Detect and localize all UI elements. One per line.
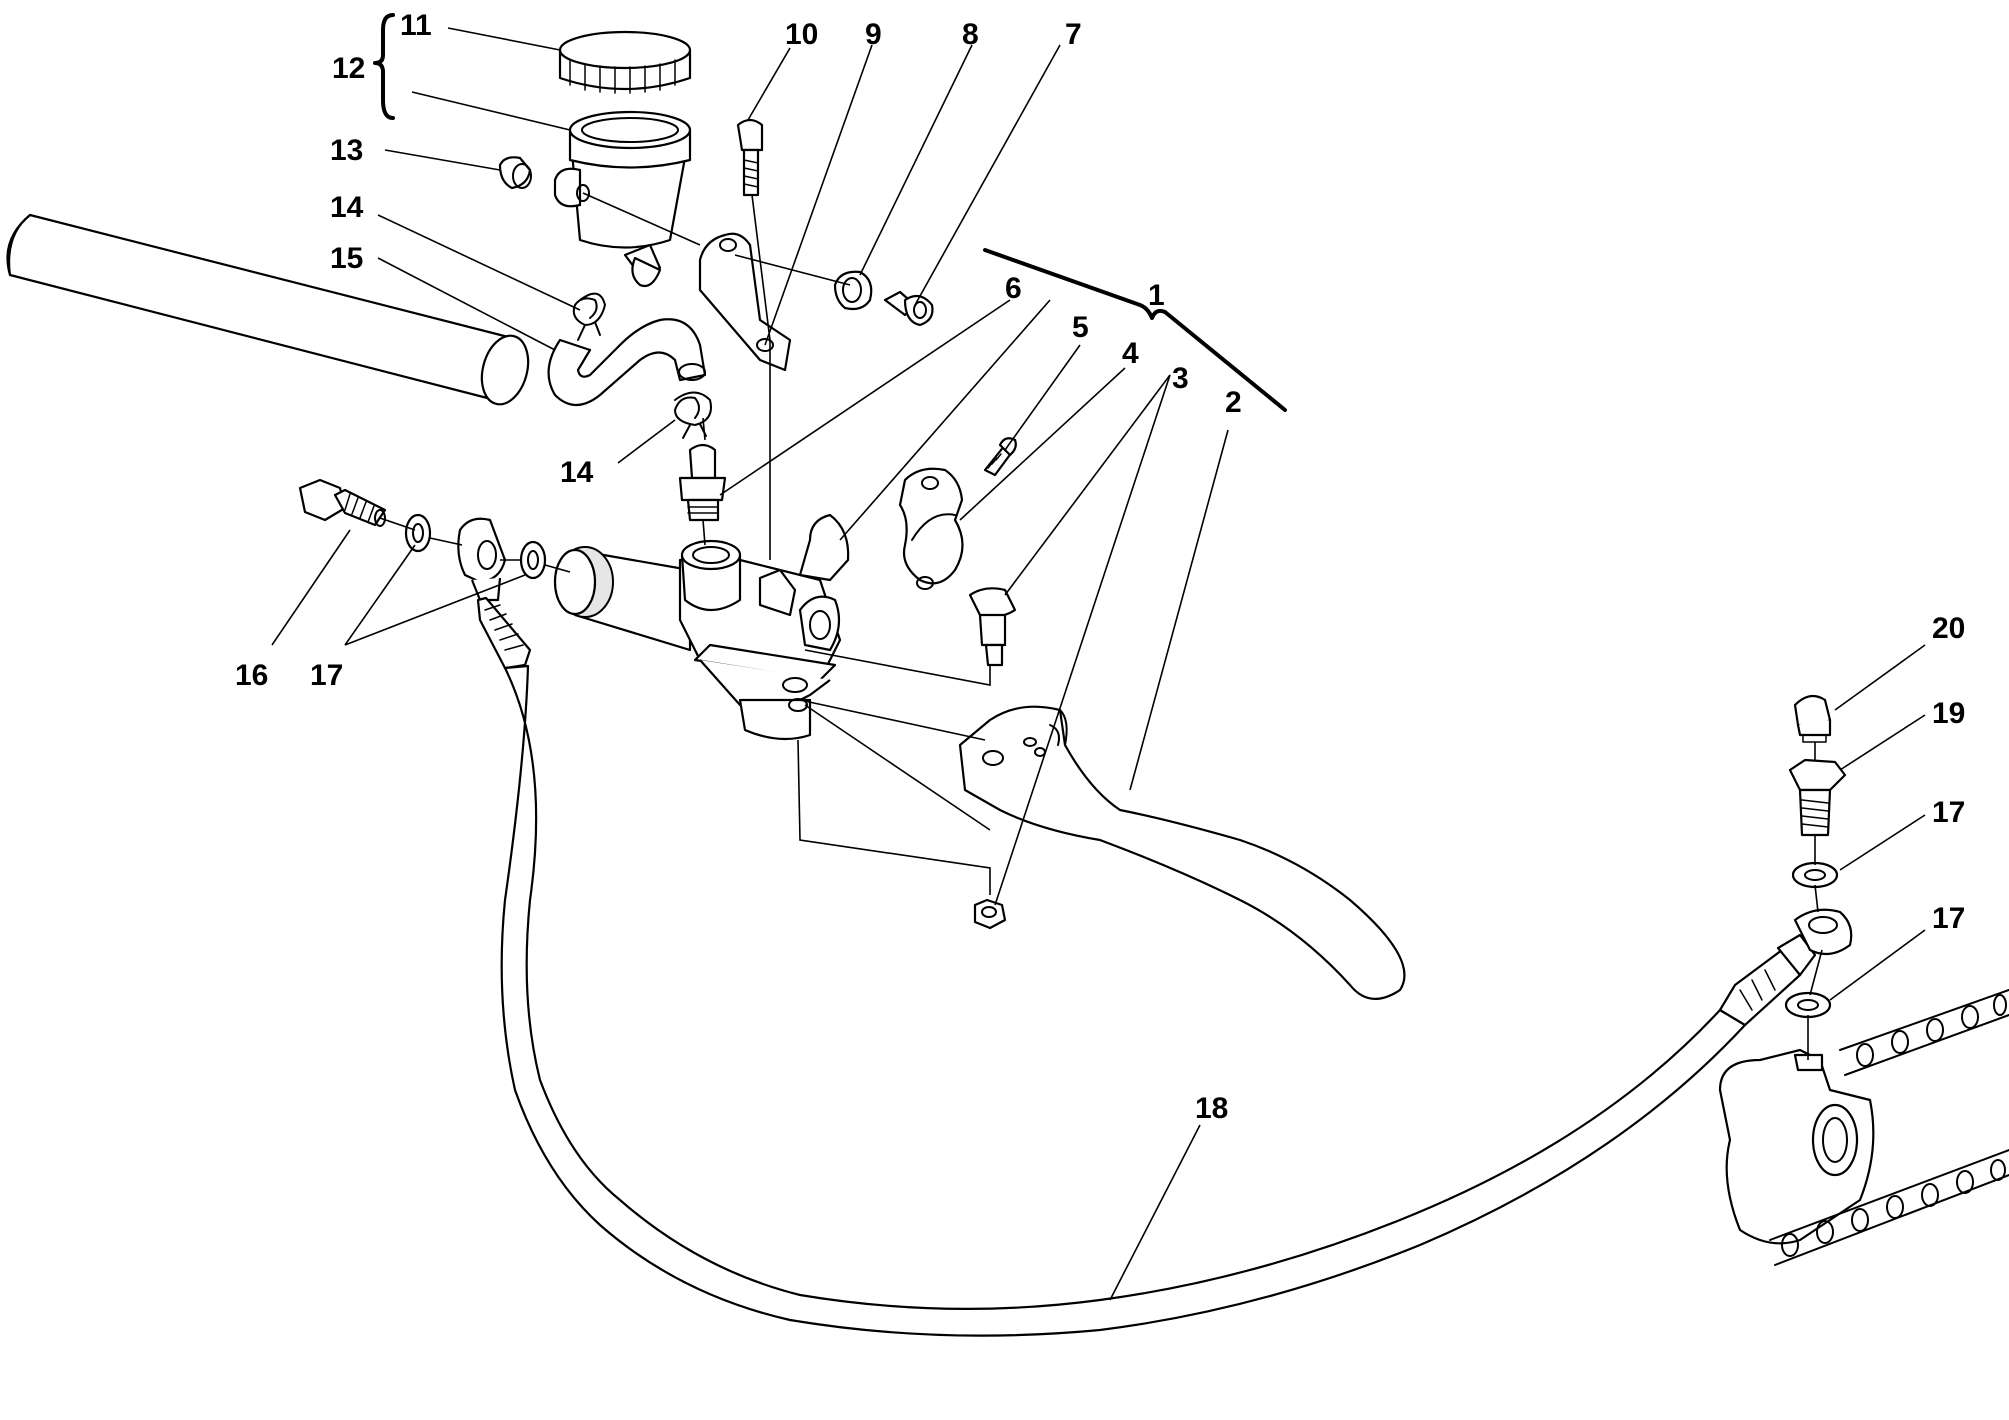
callout-labels: 1 2 3 4 5 6 7 8 9 10 11 12 13 14 14 15 1…	[235, 9, 1965, 1125]
callout-9: 9	[865, 18, 882, 51]
reservoir-hose	[547, 318, 707, 407]
callout-2: 2	[1225, 386, 1242, 419]
pivot-nut	[973, 898, 1007, 930]
callout-17-left: 17	[310, 659, 343, 692]
callout-5: 5	[1072, 311, 1089, 344]
callout-17-right-lower: 17	[1932, 902, 1965, 935]
bleed-banjo-bolt	[1788, 758, 1847, 837]
callout-14-upper: 14	[330, 191, 364, 224]
drive-chain	[1769, 989, 2009, 1266]
callout-8: 8	[962, 18, 979, 51]
washer-left-2	[519, 540, 547, 580]
banjo-bolt-left	[298, 478, 387, 527]
callout-19: 19	[1932, 697, 1965, 730]
reservoir-bracket	[698, 232, 792, 372]
grommet	[833, 270, 873, 311]
callout-11: 11	[400, 9, 432, 42]
kit-bracket-12	[373, 13, 395, 120]
callout-7: 7	[1065, 18, 1082, 51]
callout-3: 3	[1172, 362, 1189, 395]
washer-left-1	[404, 513, 432, 553]
bracket-screw	[736, 118, 764, 197]
bleed-valve-cap	[1793, 694, 1832, 743]
hose-fitting	[678, 443, 727, 522]
assembly-lines	[379, 192, 1823, 1060]
banjo-fitting-left	[457, 517, 507, 602]
handlebar-clamp	[898, 467, 964, 590]
clutch-lever	[958, 705, 1406, 1000]
screw	[883, 290, 934, 327]
kit-bracket-1	[983, 248, 1287, 412]
leader-lines	[271, 27, 1926, 1301]
callout-6: 6	[1005, 272, 1022, 305]
washer-right-2	[1784, 991, 1832, 1019]
handlebar-tube	[6, 213, 530, 406]
callout-12: 12	[332, 52, 365, 85]
fluid-reservoir	[553, 110, 692, 288]
callout-16: 16	[235, 659, 268, 692]
callout-20: 20	[1932, 612, 1965, 645]
callout-1: 1	[1148, 279, 1165, 312]
callout-15: 15	[330, 242, 363, 275]
clamp-screw	[983, 437, 1017, 477]
slave-cylinder-housing	[1718, 1048, 1875, 1245]
clutch-hose	[476, 596, 1817, 1337]
callout-4: 4	[1122, 337, 1139, 370]
reservoir-cap	[558, 30, 692, 94]
callout-17-right-upper: 17	[1932, 796, 1965, 829]
callout-10: 10	[785, 18, 818, 51]
reservoir-grommet	[498, 156, 532, 190]
callout-13: 13	[330, 134, 363, 167]
washer-right-1	[1791, 861, 1839, 889]
callout-14-lower: 14	[560, 456, 594, 489]
pivot-pin	[968, 587, 1017, 667]
master-cylinder-body	[553, 513, 850, 741]
hose-clamp-upper	[572, 292, 606, 341]
hose-clamp-lower	[674, 391, 712, 439]
callout-18: 18	[1195, 1092, 1228, 1125]
